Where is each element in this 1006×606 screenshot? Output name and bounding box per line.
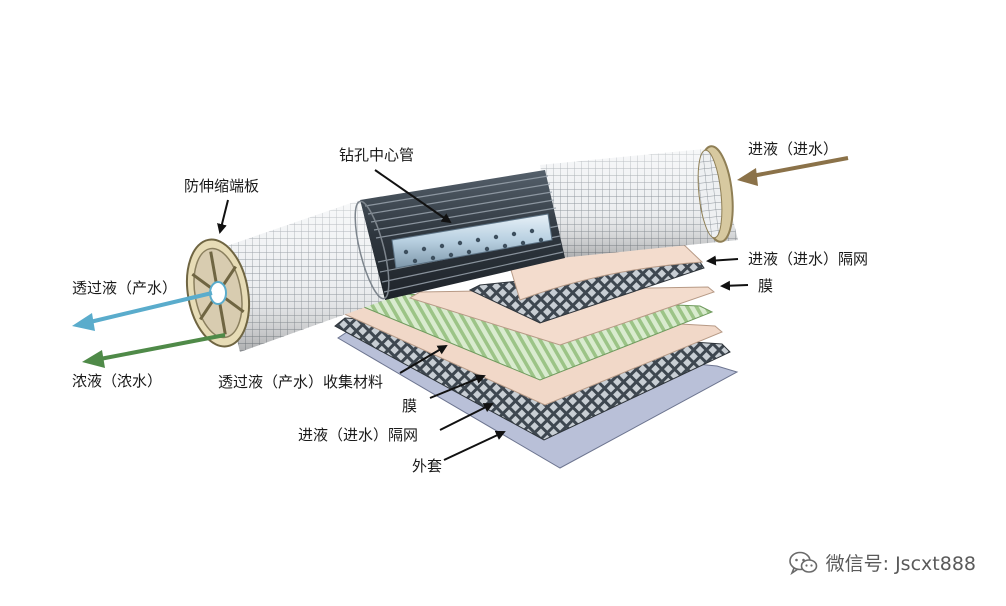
permeate-arrow	[72, 291, 213, 331]
concentrate-arrow	[82, 333, 226, 368]
pointer-membrane-bottom	[429, 374, 486, 399]
pointer-center-tube	[374, 169, 452, 224]
pointer-end-plate	[217, 199, 229, 234]
label-feed-in: 进液（进水）	[748, 140, 839, 158]
label-membrane-top: 膜	[758, 277, 774, 295]
feed-arrow	[737, 156, 849, 186]
label-feed-spacer-bottom: 进液（进水）隔网	[298, 426, 419, 444]
pointer-feed-spacer-bottom	[439, 403, 494, 431]
label-feed-spacer-top: 进液（进水）隔网	[748, 250, 869, 268]
label-permeate-out: 透过液（产水）	[72, 279, 178, 297]
label-outer-wrap: 外套	[412, 457, 443, 475]
label-concentrate-out: 浓液（浓水）	[72, 372, 163, 390]
wechat-icon	[788, 551, 817, 575]
label-end-plate: 防伸缩端板	[184, 177, 260, 195]
pointer-permeate-carrier	[399, 344, 448, 374]
label-drilled-tube: 钻孔中心管	[339, 146, 415, 164]
pointer-outer-wrap	[443, 430, 506, 461]
label-permeate-carrier: 透过液（产水）收集材料	[218, 373, 384, 391]
left-cylinder	[215, 200, 390, 352]
wound-section	[360, 170, 565, 300]
watermark: 微信号: Jscxt888	[788, 549, 976, 576]
center-tube	[391, 213, 553, 269]
watermark-text: 微信号: Jscxt888	[825, 553, 976, 575]
label-membrane-bottom: 膜	[402, 397, 418, 415]
anti-telescoping-plate	[186, 238, 250, 348]
pointer-feed-spacer-top	[706, 255, 739, 266]
right-cylinder	[540, 145, 738, 258]
pointer-membrane-top	[720, 280, 749, 291]
